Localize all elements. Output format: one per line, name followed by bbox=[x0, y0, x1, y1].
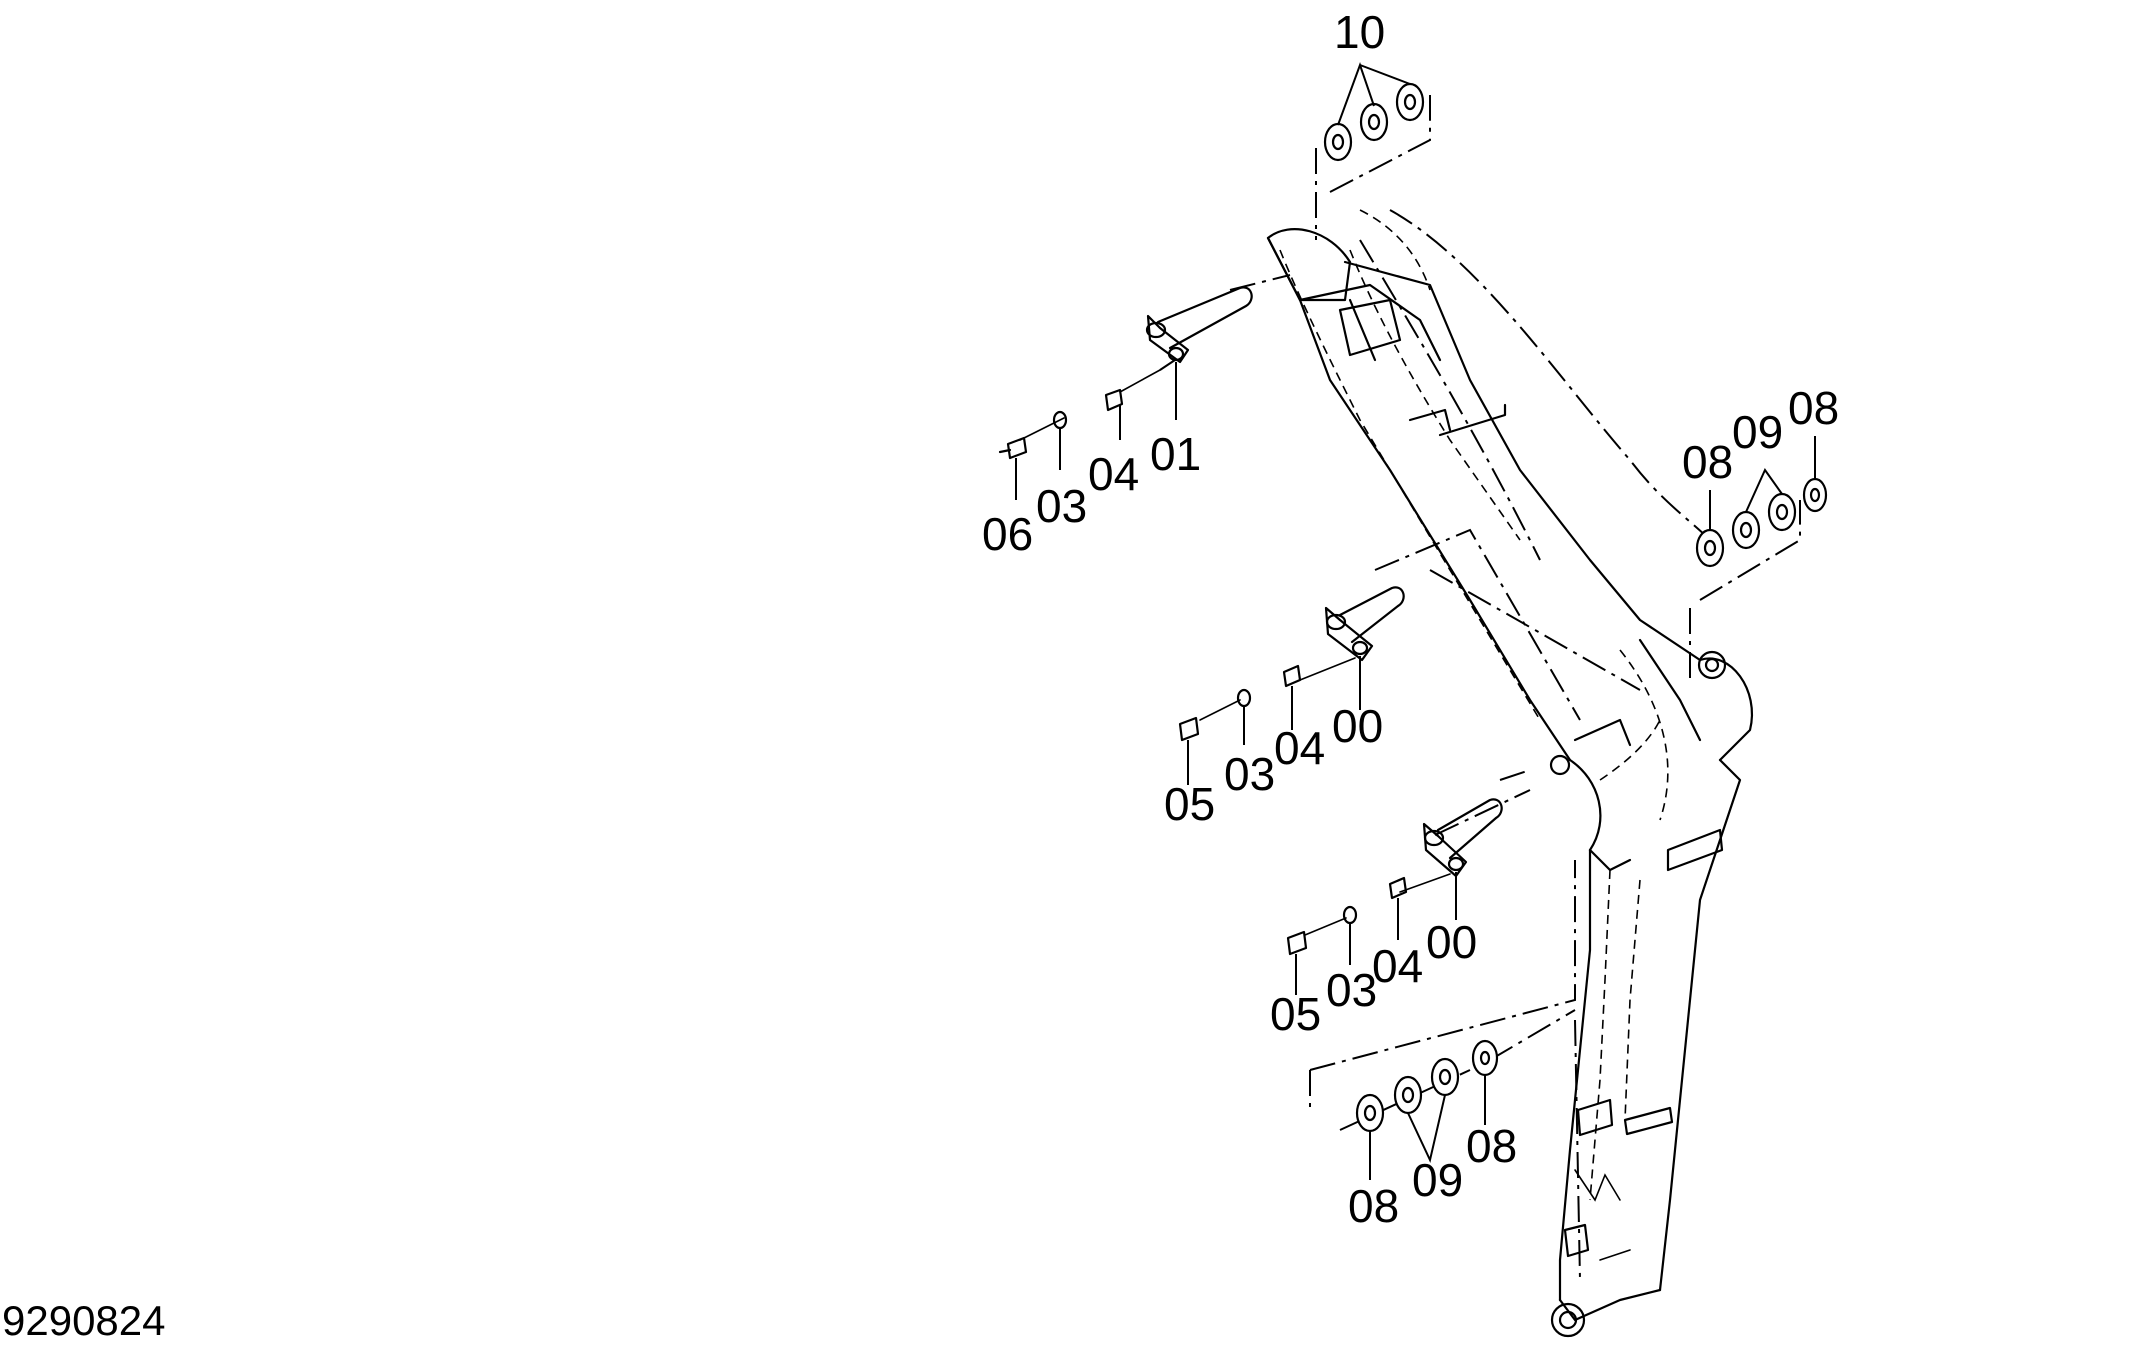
pin-assembly-middle bbox=[1178, 586, 1405, 742]
drawing-number: 9290824 bbox=[2, 1297, 166, 1344]
leader-lines bbox=[1015, 62, 1816, 1180]
callout-09: 09 bbox=[1732, 406, 1783, 458]
callout-00: 00 bbox=[1332, 700, 1383, 752]
callout-03: 03 bbox=[1224, 748, 1275, 800]
arm-body bbox=[1266, 209, 1753, 1338]
callout-04: 04 bbox=[1088, 448, 1139, 500]
callout-10: 10 bbox=[1334, 6, 1385, 58]
callout-08: 08 bbox=[1788, 382, 1839, 434]
washer-group-right bbox=[1695, 477, 1828, 568]
pin-assembly-lower bbox=[1286, 798, 1503, 956]
callout-01: 01 bbox=[1150, 428, 1201, 480]
callout-03: 03 bbox=[1326, 964, 1377, 1016]
callouts: 10 08 09 08 01 04 03 06 00 04 03 05 00 0… bbox=[982, 6, 1839, 1232]
callout-08: 08 bbox=[1348, 1180, 1399, 1232]
callout-04: 04 bbox=[1274, 722, 1325, 774]
phantom-lines bbox=[1159, 95, 1801, 1281]
callout-08: 08 bbox=[1682, 436, 1733, 488]
callout-04: 04 bbox=[1372, 940, 1423, 992]
pin-assembly-upper bbox=[998, 286, 1253, 460]
callout-05: 05 bbox=[1270, 988, 1321, 1040]
callout-06: 06 bbox=[982, 508, 1033, 560]
washer-group-bottom bbox=[1355, 1039, 1499, 1133]
callout-05: 05 bbox=[1164, 778, 1215, 830]
callout-03: 03 bbox=[1036, 480, 1087, 532]
callout-09: 09 bbox=[1412, 1154, 1463, 1206]
callout-08: 08 bbox=[1466, 1120, 1517, 1172]
callout-00: 00 bbox=[1426, 916, 1477, 968]
